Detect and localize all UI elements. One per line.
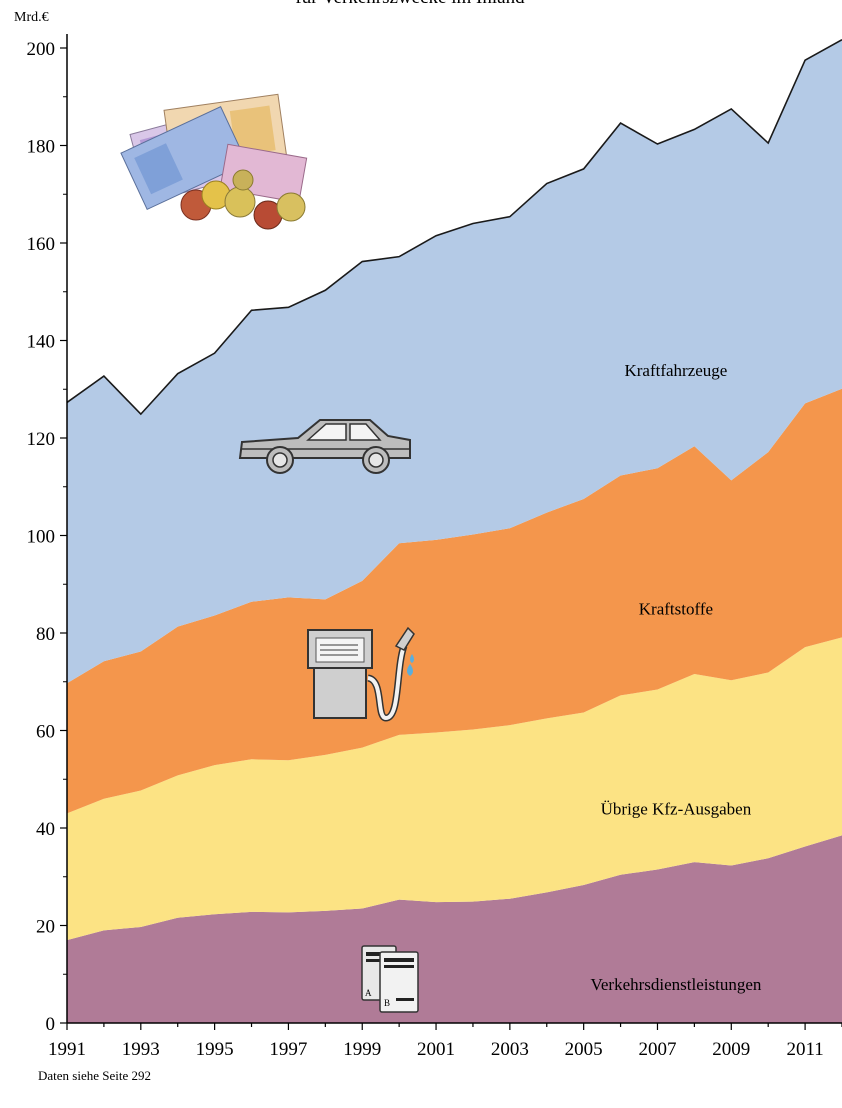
x-tick-label: 1995: [196, 1039, 234, 1060]
y-tick-label: 80: [36, 624, 55, 645]
area-layers: [66, 39, 842, 1023]
series-label: Kraftfahrzeuge: [624, 361, 727, 380]
area--brige-kfz-ausgaben: [67, 637, 842, 941]
car-icon: [238, 419, 411, 474]
x-tick-label: 1993: [122, 1039, 160, 1060]
series-label: Verkehrsdienstleistungen: [590, 975, 761, 994]
x-tick-label: 2007: [638, 1039, 676, 1060]
y-tick-label: 60: [36, 722, 55, 743]
y-tick-label: 180: [27, 137, 56, 158]
x-tick-label: 1997: [269, 1039, 307, 1060]
area-kraftfahrzeuge: [67, 39, 842, 684]
x-tick-label: 2003: [491, 1039, 529, 1060]
area-kraftstoffe: [67, 388, 842, 814]
y-tick-label: 120: [27, 429, 56, 450]
axes: 0 20 40 60 80 100 120 140 160 180 200 1991 1993 1995 1…: [27, 34, 842, 1060]
x-tick-label: 2009: [712, 1039, 750, 1060]
y-tick-label: 140: [27, 332, 56, 353]
total-outline: [66, 39, 842, 416]
fuel-pump-icon: [307, 626, 415, 722]
money-icon: [120, 93, 308, 230]
y-tick-label: 100: [27, 527, 56, 548]
ticket-icon: A B: [361, 945, 419, 1013]
x-tick-label: 2001: [417, 1039, 455, 1060]
y-tick-label: 40: [36, 819, 55, 840]
chart-title: für Verkehrszwecke im Inland: [295, 0, 525, 8]
x-tick-label: 1991: [48, 1039, 86, 1060]
x-tick-label: 2005: [565, 1039, 603, 1060]
y-tick-label: 200: [27, 39, 56, 60]
series-label: Kraftstoffe: [639, 600, 713, 619]
data-source-note: Daten siehe Seite 292: [38, 1068, 151, 1083]
y-tick-label: 0: [46, 1014, 56, 1035]
svg-text:A: A: [365, 988, 372, 998]
y-tick-label: 160: [27, 234, 56, 255]
x-tick-label: 2011: [786, 1039, 823, 1060]
area-verkehrsdienstleistungen: [67, 835, 842, 1023]
y-axis-unit-label: Mrd.€: [14, 10, 49, 25]
svg-text:B: B: [384, 998, 390, 1008]
x-tick-label: 1999: [343, 1039, 381, 1060]
y-tick-label: 20: [36, 917, 55, 938]
series-label: Übrige Kfz-Ausgaben: [601, 800, 752, 819]
